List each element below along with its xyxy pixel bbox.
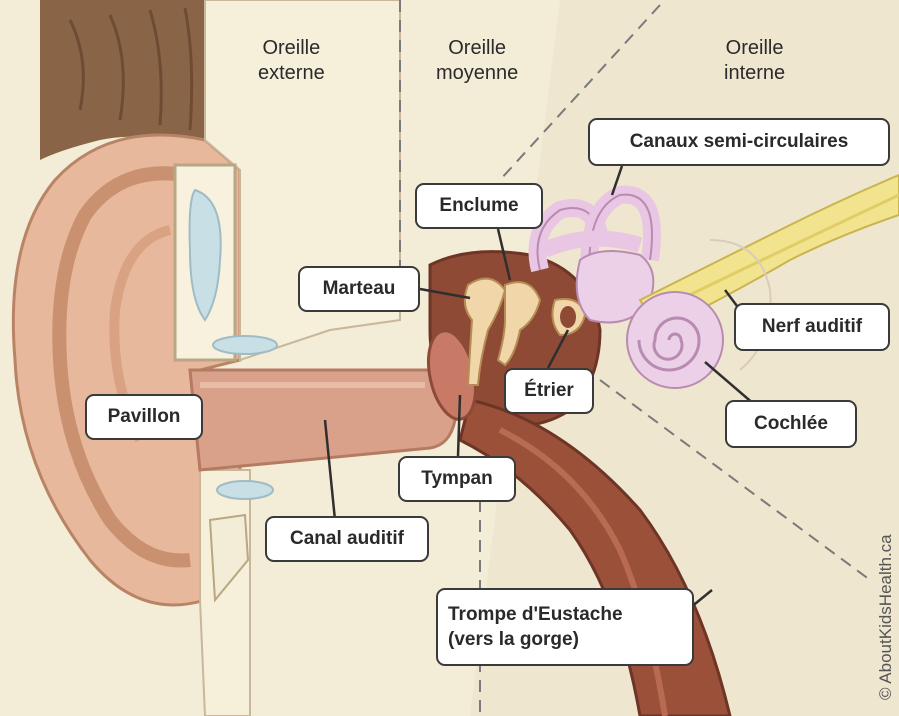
label-eustachian-tube-line2: (vers la gorge) bbox=[448, 627, 579, 652]
label-eardrum: Tympan bbox=[398, 456, 516, 502]
region-inner-line2: interne bbox=[724, 61, 785, 86]
label-semicircular-canals: Canaux semi-circulaires bbox=[588, 118, 890, 166]
region-outer-line1: Oreille bbox=[258, 36, 325, 61]
region-inner-ear: Oreille interne bbox=[724, 36, 785, 86]
region-middle-line2: moyenne bbox=[436, 61, 518, 86]
credit-text: © AboutKidsHealth.ca bbox=[876, 534, 896, 700]
label-incus: Enclume bbox=[415, 183, 543, 229]
region-outer-ear: Oreille externe bbox=[258, 36, 325, 86]
region-middle-line1: Oreille bbox=[436, 36, 518, 61]
label-eustachian-tube-line1: Trompe d'Eustache bbox=[448, 602, 623, 627]
label-stapes: Étrier bbox=[504, 368, 594, 414]
region-inner-line1: Oreille bbox=[724, 36, 785, 61]
fluid-pocket-lower bbox=[217, 481, 273, 499]
skull-wall-lower bbox=[200, 470, 250, 716]
region-outer-line2: externe bbox=[258, 61, 325, 86]
cochlea-shape bbox=[627, 292, 723, 388]
fluid-pocket-mid bbox=[213, 336, 277, 354]
label-pinna: Pavillon bbox=[85, 394, 203, 440]
label-ear-canal: Canal auditif bbox=[265, 516, 429, 562]
region-middle-ear: Oreille moyenne bbox=[436, 36, 518, 86]
label-malleus: Marteau bbox=[298, 266, 420, 312]
label-auditory-nerve: Nerf auditif bbox=[734, 303, 890, 351]
stapes-hole bbox=[560, 306, 576, 328]
label-cochlea: Cochlée bbox=[725, 400, 857, 448]
label-eustachian-tube: Trompe d'Eustache (vers la gorge) bbox=[436, 588, 694, 666]
